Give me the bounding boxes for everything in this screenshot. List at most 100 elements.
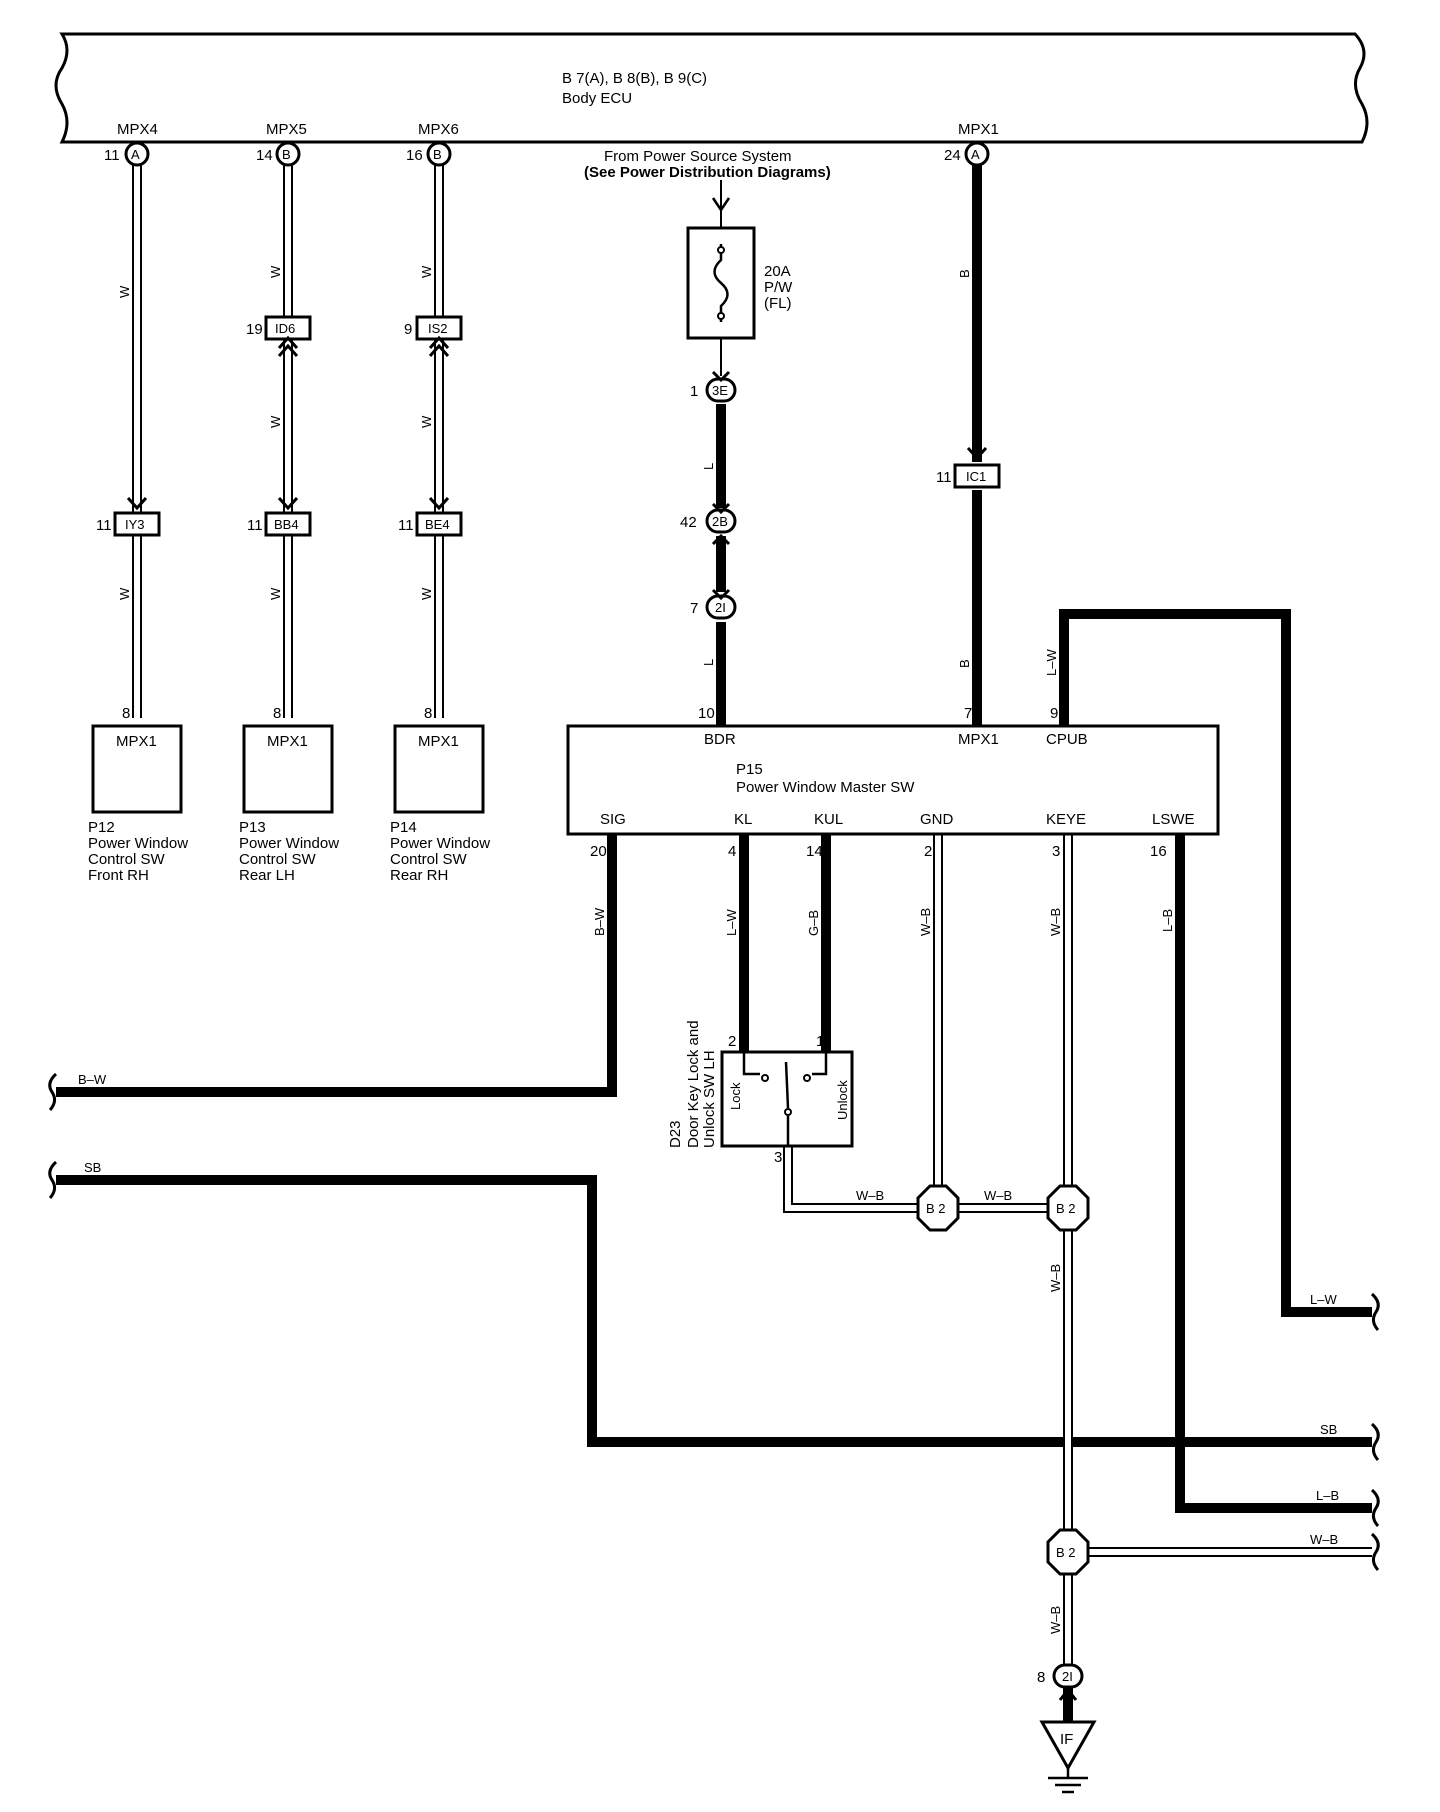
wire-label-w8: W <box>419 587 434 600</box>
switch-p12-terminal: MPX1 <box>116 733 157 750</box>
master-pin-kul-label: KUL <box>814 811 843 828</box>
body-ecu-name: Body ECU <box>562 90 632 107</box>
switch-p13-terminal: MPX1 <box>267 733 308 750</box>
master-switch-id: P15 <box>736 761 763 778</box>
switch-p14-name1: Power Window <box>390 835 490 852</box>
edge-label-right-sb: SB <box>1320 1422 1337 1437</box>
ground-junction-b2-c-label: B 2 <box>1056 1545 1076 1560</box>
fuse-name: P/W <box>764 279 793 296</box>
body-ecu-connectors: B 7(A), B 8(B), B 9(C) <box>562 70 707 87</box>
junction-ic1: IC1 11 <box>936 463 1001 489</box>
wire-d23-common-wb <box>783 1146 1068 1213</box>
chevron-3e-icon <box>711 370 731 383</box>
edge-label-right-lb: L–B <box>1316 1488 1339 1503</box>
master-pin-bdr-num: 10 <box>698 705 715 722</box>
ground-junction-b2-b-label: B 2 <box>1056 1201 1076 1216</box>
switch-p13-name3: Rear LH <box>239 867 295 884</box>
master-switch-name: Power Window Master SW <box>736 779 915 796</box>
master-pin-bdr-label: BDR <box>704 731 736 748</box>
wire-label-w3: W <box>419 265 434 278</box>
connector-2i-ground-num: 8 <box>1037 1669 1045 1686</box>
switch-p12-name2: Control SW <box>88 851 166 868</box>
ground-if-code: IF <box>1060 1731 1073 1748</box>
master-pin-cpub-num: 9 <box>1050 705 1058 722</box>
ecu-pin-mpx4-label: MPX4 <box>117 121 158 138</box>
body-ecu-outline <box>54 32 1369 144</box>
ecu-pin-mpx1: A 24 <box>944 141 990 167</box>
master-pin-keye-num: 3 <box>1052 843 1060 860</box>
ecu-pin-mpx6: B 16 <box>406 141 452 167</box>
connector-3e-num: 1 <box>690 383 698 400</box>
chevron-2b-icon <box>711 502 731 515</box>
ecu-pin-mpx1-conn: A <box>971 147 980 162</box>
ecu-pin-mpx1-num: 24 <box>944 147 961 164</box>
wire-label-lswe: L–B <box>1160 909 1175 932</box>
switch-p12: 8 MPX1 P12 Power Window Control SW Front… <box>88 705 188 884</box>
edge-label-left-sb: SB <box>84 1160 101 1175</box>
junction-is2-code: IS2 <box>428 321 448 336</box>
junction-id6: ID6 19 <box>246 315 312 341</box>
power-source-line2: (See Power Distribution Diagrams) <box>584 164 831 181</box>
master-switch-p15: P15 Power Window Master SW BDR 10 MPX1 7… <box>566 705 1220 860</box>
chevron-ground-icon <box>1058 1687 1078 1701</box>
ecu-pin-mpx6-label: MPX6 <box>418 121 459 138</box>
switch-p12-pin: 8 <box>122 705 130 722</box>
wire-sb <box>56 1175 1372 1447</box>
switch-p12-name1: Power Window <box>88 835 188 852</box>
door-switch-pin-lock: 2 <box>728 1033 736 1050</box>
wire-label-kul: G–B <box>806 910 821 936</box>
wire-label-wb-mid: W–B <box>984 1188 1012 1203</box>
wire-label-wb-d23: W–B <box>856 1188 884 1203</box>
wire-label-w6: W <box>117 587 132 600</box>
ecu-pin-mpx6-conn: B <box>433 147 442 162</box>
master-pin-cpub-label: CPUB <box>1046 731 1088 748</box>
wire-label-wb-down: W–B <box>1048 1264 1063 1292</box>
wire-label-lw-top: L–W <box>1044 649 1059 676</box>
switch-p13-id: P13 <box>239 819 266 836</box>
switch-p14-id: P14 <box>390 819 417 836</box>
master-pin-sig-num: 20 <box>590 843 607 860</box>
ground-junction-b2-a-label: B 2 <box>926 1201 946 1216</box>
master-pin-lswe-num: 16 <box>1150 843 1167 860</box>
connector-2i-code: 2I <box>715 600 726 615</box>
wire-label-wb-bottom: W–B <box>1048 1606 1063 1634</box>
door-switch-name1: Door Key Lock and <box>685 1020 702 1148</box>
connector-2i: 2I 7 <box>690 594 737 620</box>
door-switch-lock: Lock <box>728 1082 743 1110</box>
junction-ic1-num: 11 <box>936 469 952 486</box>
ground-junction-b2-b: B 2 <box>1046 1184 1090 1232</box>
wire-label-w4: W <box>268 415 283 428</box>
junction-be4-num: 11 <box>398 517 414 534</box>
junction-id6-num: 19 <box>246 321 263 338</box>
wire-label-w1: W <box>117 285 132 298</box>
junction-iy3-num: 11 <box>96 517 112 534</box>
wire-label-sig: B–W <box>592 907 607 936</box>
connector-2i-ground: 2I 8 <box>1037 1663 1084 1689</box>
wire-label-b2: B <box>957 659 972 668</box>
wire-label-l1: L <box>701 463 716 470</box>
master-pin-lswe-label: LSWE <box>1152 811 1195 828</box>
junction-ic1-code: IC1 <box>966 469 986 484</box>
master-pin-keye-label: KEYE <box>1046 811 1086 828</box>
ecu-pin-mpx5-label: MPX5 <box>266 121 307 138</box>
junction-iy3: IY3 11 <box>96 511 161 537</box>
fuse-pw: 20A P/W (FL) <box>686 226 793 340</box>
junction-is2-num: 9 <box>404 321 412 338</box>
master-pin-gnd-num: 2 <box>924 843 932 860</box>
master-pin-kul-num: 14 <box>806 843 823 860</box>
ecu-pin-mpx4-conn: A <box>131 147 140 162</box>
master-pin-gnd-label: GND <box>920 811 954 828</box>
door-key-switch-d23: Lock Unlock 2 1 3 D23 Door Key Lock and … <box>667 1020 854 1166</box>
wire-label-w5: W <box>419 415 434 428</box>
ground-junction-b2-c: B 2 <box>1046 1528 1090 1576</box>
ecu-pin-mpx1-label: MPX1 <box>958 121 999 138</box>
body-ecu: B 7(A), B 8(B), B 9(C) Body ECU <box>54 32 1369 144</box>
edge-label-left-bw: B–W <box>78 1072 107 1087</box>
chevron-2b-up-icon <box>711 533 731 546</box>
switch-p14: 8 MPX1 P14 Power Window Control SW Rear … <box>390 705 490 884</box>
switch-p14-name3: Rear RH <box>390 867 448 884</box>
ground-junction-b2-a: B 2 <box>916 1184 960 1232</box>
wire-label-kl: L–W <box>724 909 739 936</box>
wire-label-b1: B <box>957 269 972 278</box>
